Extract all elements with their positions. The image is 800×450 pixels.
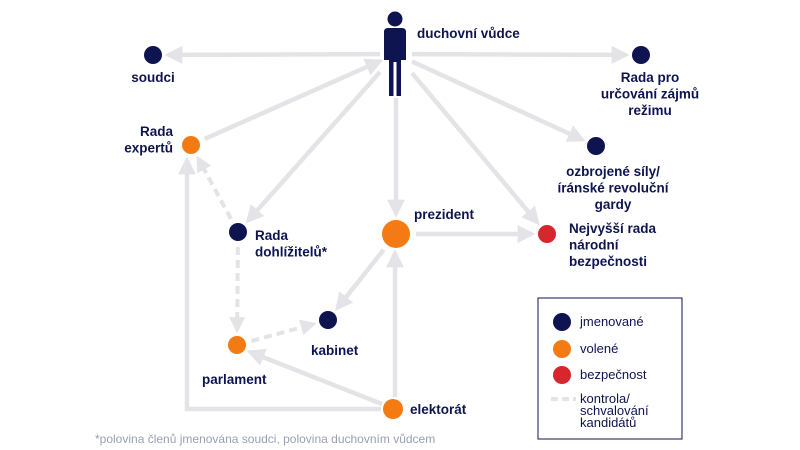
label-president-line-0: prezident bbox=[414, 207, 475, 222]
legend-swatch-2 bbox=[553, 366, 571, 384]
label-cabinet: kabinet bbox=[311, 343, 359, 358]
label-armed-line-1: íránské revoluční bbox=[557, 181, 669, 196]
node-parliament bbox=[228, 336, 246, 354]
person-icon bbox=[384, 11, 406, 96]
node-guardians bbox=[229, 223, 247, 241]
label-security-line-1: národní bbox=[569, 238, 620, 253]
node-armed bbox=[587, 137, 605, 155]
label-electorate: elektorát bbox=[410, 402, 467, 417]
edge-leader-security bbox=[410, 71, 540, 226]
edge-leader-guardians bbox=[245, 70, 382, 224]
label-cabinet-line-0: kabinet bbox=[311, 343, 359, 358]
label-leader-line-0: duchovní vůdce bbox=[417, 26, 520, 41]
legend-label-3-line-0: kontrola/ bbox=[580, 391, 630, 406]
label-security-line-0: Nejvyšší rada bbox=[569, 221, 657, 236]
node-president bbox=[382, 220, 410, 248]
node-cabinet bbox=[319, 311, 337, 329]
label-guardians-line-1: dohlížitelů* bbox=[255, 245, 328, 260]
edge-leader-expediency bbox=[411, 45, 630, 64]
legend-label-2: bezpečnost bbox=[580, 367, 647, 382]
legend-swatch-0 bbox=[553, 313, 571, 331]
label-expediency-line-2: režimu bbox=[628, 103, 672, 118]
label-armed-line-0: ozbrojené síly/ bbox=[566, 164, 660, 179]
edge-electorate-experts bbox=[178, 156, 381, 412]
legend-label-3-line-1: schvalování bbox=[580, 403, 649, 418]
node-electorate bbox=[383, 399, 403, 419]
legend-label-1-line-0: volené bbox=[580, 341, 618, 356]
label-electorate-line-0: elektorát bbox=[410, 402, 467, 417]
label-expediency-line-0: Rada pro bbox=[621, 70, 680, 85]
label-expediency-line-1: určování zájmů bbox=[601, 87, 699, 102]
edge-leader-judges bbox=[164, 45, 381, 64]
label-experts-line-0: Rada bbox=[140, 124, 174, 139]
label-president: prezident bbox=[414, 207, 475, 222]
legend-label-1: volené bbox=[580, 341, 618, 356]
edge-parliament-cabinet bbox=[250, 319, 317, 343]
footnote: *polovina členů jmenována soudci, polovi… bbox=[95, 432, 435, 446]
legend-label-3-line-2: kandidátů bbox=[580, 415, 636, 430]
node-expediency bbox=[632, 46, 650, 64]
label-armed-line-2: gardy bbox=[595, 197, 632, 212]
label-guardians-line-0: Rada bbox=[255, 228, 289, 243]
node-security bbox=[538, 225, 556, 243]
nodes-layer bbox=[144, 11, 650, 419]
legend-label-0-line-0: jmenované bbox=[579, 314, 644, 329]
node-judges bbox=[144, 46, 162, 64]
label-experts: Rada expertů bbox=[124, 124, 173, 156]
label-judges: soudci bbox=[131, 70, 175, 85]
label-parliament-line-0: parlament bbox=[202, 372, 267, 387]
edge-president-cabinet bbox=[335, 248, 386, 312]
edge-electorate-parliament bbox=[246, 348, 383, 407]
legend-label-0: jmenované bbox=[579, 314, 644, 329]
legend: jmenované volené bezpečnost kontrola/schval… bbox=[537, 297, 683, 440]
label-experts-line-1: expertů bbox=[124, 141, 173, 156]
label-security-line-2: bezpečnosti bbox=[569, 254, 647, 269]
edge-leader-armed bbox=[411, 59, 586, 142]
edge-guardians-parliament bbox=[229, 246, 246, 334]
label-leader: duchovní vůdce bbox=[417, 26, 520, 41]
labels-layer: duchovní vůdce soudci Rada pro určování záj… bbox=[124, 26, 699, 417]
edge-guardians-experts bbox=[196, 155, 233, 220]
edge-experts-leader bbox=[203, 58, 384, 141]
label-guardians: Rada dohlížitelů* bbox=[255, 228, 328, 260]
label-judges-line-0: soudci bbox=[131, 70, 175, 85]
label-parliament: parlament bbox=[202, 372, 267, 387]
node-experts bbox=[182, 136, 200, 154]
legend-label-2-line-0: bezpečnost bbox=[580, 367, 647, 382]
legend-swatch-1 bbox=[553, 340, 571, 358]
edges-layer bbox=[164, 45, 630, 412]
